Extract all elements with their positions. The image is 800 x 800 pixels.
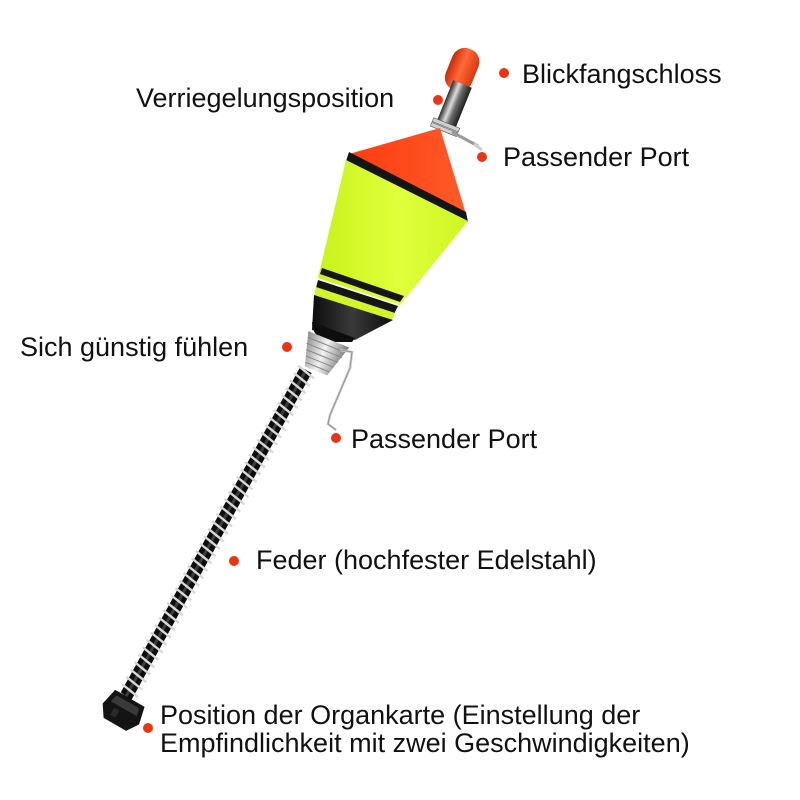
chrome-stem <box>430 80 472 137</box>
label-port-top: Passender Port <box>503 142 690 172</box>
callout-dot-port-mid <box>331 433 341 443</box>
callout-dot-feel <box>282 342 292 352</box>
callout-dot-port-top <box>477 152 487 162</box>
base-cap <box>102 689 145 731</box>
yellow-body <box>318 160 468 305</box>
label-spring: Feder (hochfester Edelstahl) <box>256 545 597 575</box>
black-bottom <box>312 295 393 340</box>
orange-cone <box>349 128 466 214</box>
callout-dot-base <box>143 723 153 733</box>
callout-dot-lock <box>433 95 443 105</box>
callout-dot-spring <box>229 556 239 566</box>
label-lock: Verriegelungsposition <box>136 83 395 113</box>
label-port-mid: Passender Port <box>351 424 538 454</box>
metal-collar <box>304 331 350 376</box>
label-tip: Blickfangschloss <box>522 59 722 89</box>
callout-dot-tip <box>499 68 509 78</box>
label-feel: Sich günstig fühlen <box>20 332 249 362</box>
spring-rod <box>117 364 315 706</box>
label-base: Position der Organkarte (Einstellung der… <box>160 700 690 758</box>
